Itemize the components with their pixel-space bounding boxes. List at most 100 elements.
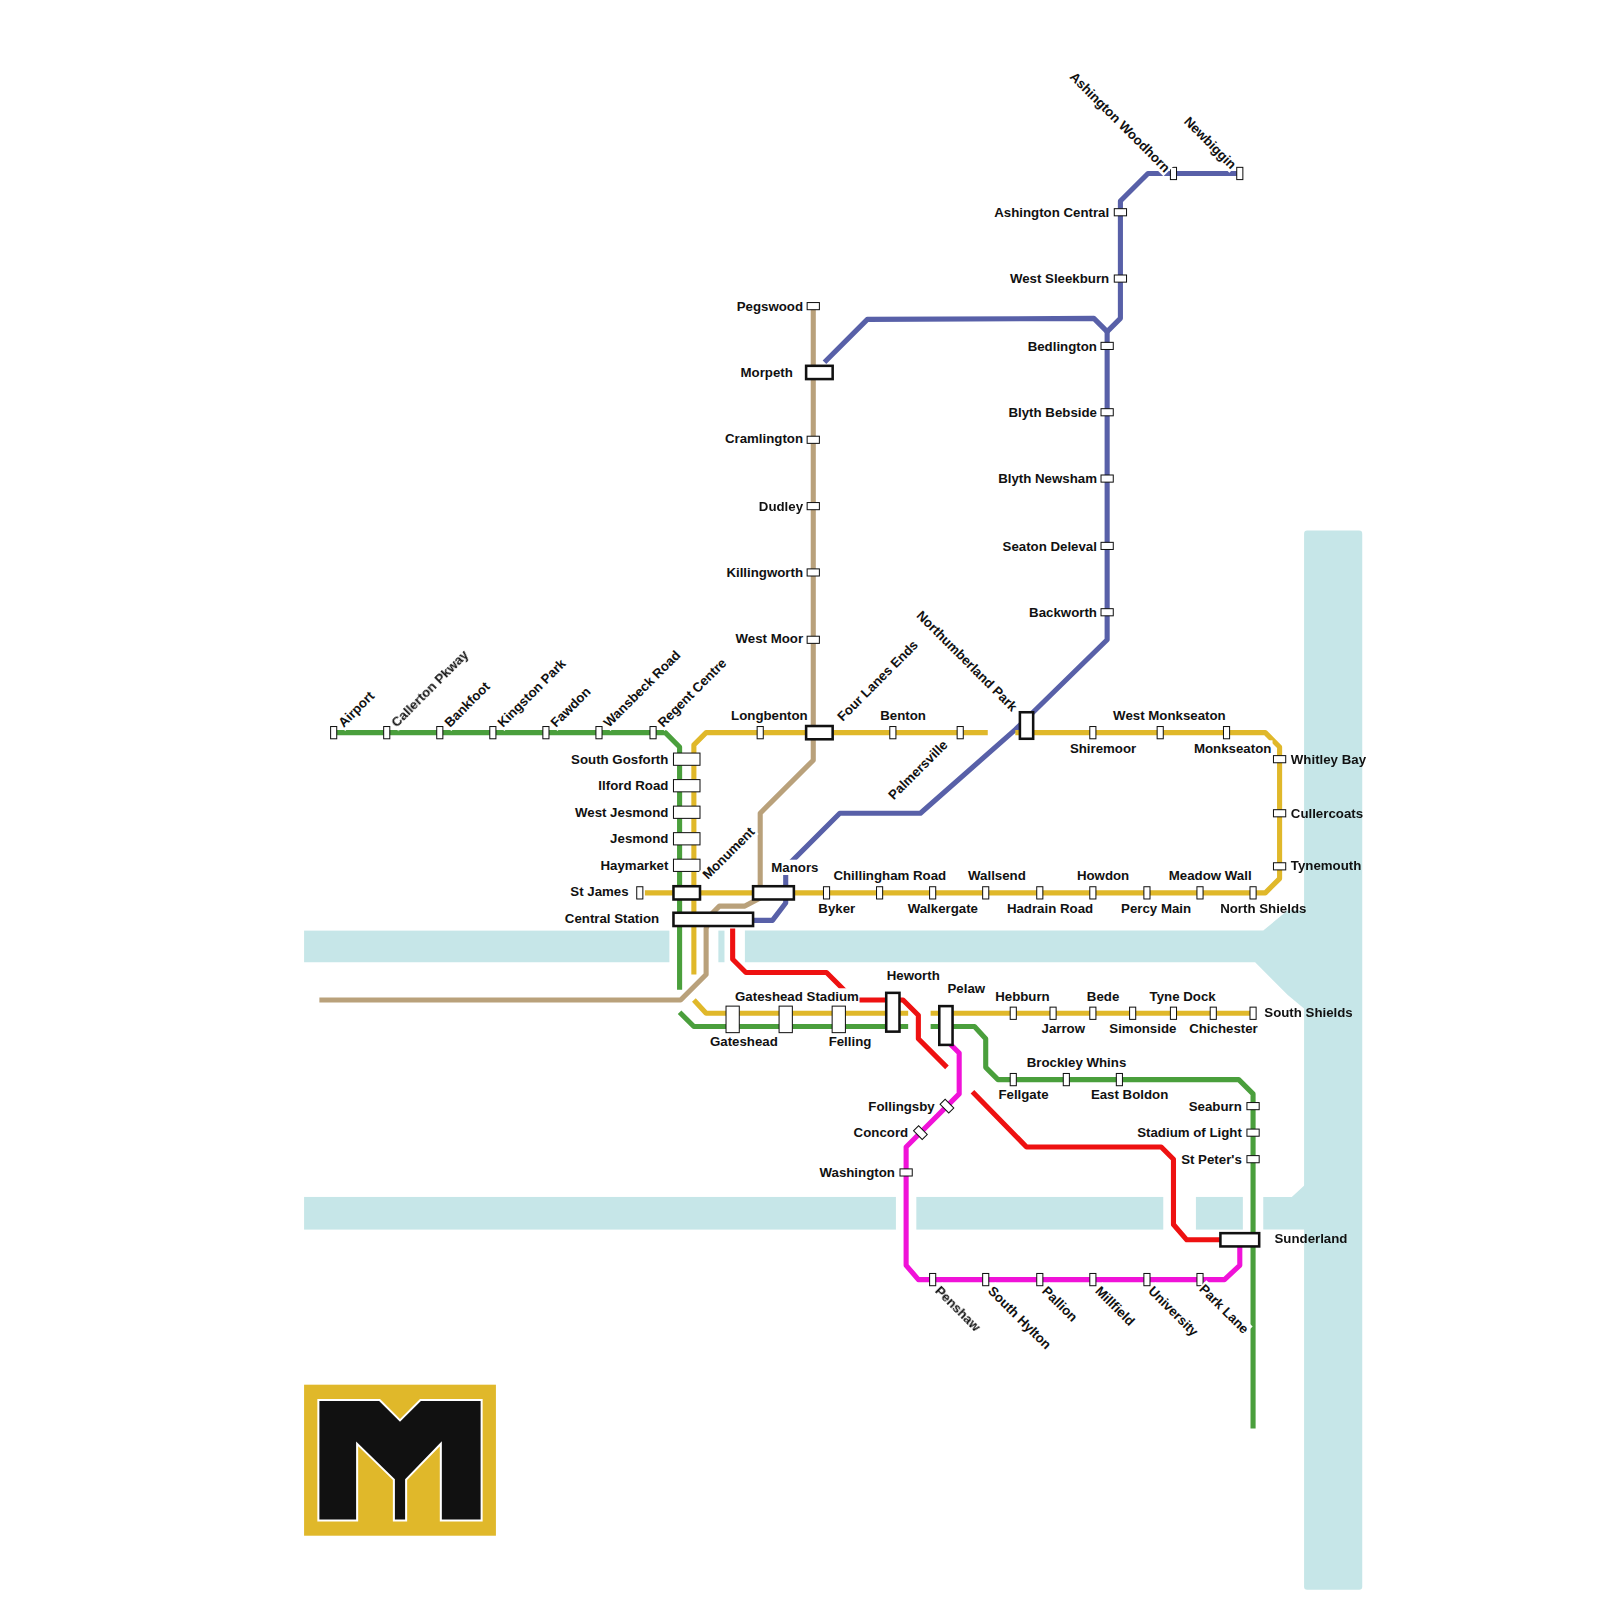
station-marker: [914, 1126, 928, 1140]
station-label: Byker: [817, 901, 856, 916]
station-marker: [543, 727, 549, 739]
station-marker: [1247, 1156, 1259, 1163]
station-marker: [886, 993, 899, 1032]
station-label: Tynemouth: [1290, 858, 1363, 873]
station-marker: [726, 1006, 739, 1033]
green-line: [680, 1012, 909, 1026]
station-label: Central Station: [564, 911, 660, 926]
station-marker: [673, 753, 700, 765]
station-label: Chichester: [1188, 1021, 1259, 1036]
station-marker: [900, 1169, 912, 1176]
station-label: Monument: [699, 823, 759, 883]
station-marker: [930, 887, 936, 899]
station-marker: [1010, 1073, 1016, 1085]
station-label: Percy Main: [1120, 901, 1192, 916]
station-marker: [807, 303, 819, 310]
station-marker: [1063, 1073, 1069, 1085]
station-marker: [806, 366, 833, 379]
yellow-line: [694, 733, 988, 975]
station-marker: [1157, 727, 1163, 739]
metro-logo: [304, 1385, 496, 1536]
station-marker: [807, 436, 819, 443]
station-marker: [779, 1006, 792, 1033]
station-label: Gateshead: [709, 1034, 779, 1049]
station-label: Bedlington: [1027, 338, 1098, 353]
station-label: West Jesmond: [574, 805, 669, 820]
station-label: Howdon: [1076, 868, 1130, 883]
station-marker: [939, 1006, 952, 1045]
station-label: Gateshead Stadium: [734, 988, 860, 1003]
station-marker: [1101, 342, 1113, 349]
station-marker: [753, 886, 794, 899]
station-label: South Shields: [1263, 1005, 1353, 1020]
river-wear: [304, 1197, 896, 1230]
station-label: West Sleekburn: [1009, 271, 1110, 286]
station-marker: [1101, 409, 1113, 416]
station-label: Heworth: [886, 968, 941, 983]
station-marker: [1197, 887, 1203, 899]
station-marker: [1037, 887, 1043, 899]
station-marker: [650, 727, 656, 739]
station-label: Hebburn: [994, 988, 1051, 1003]
station-marker: [673, 806, 700, 818]
station-marker: [983, 1273, 989, 1285]
river-wear: [1263, 1184, 1306, 1230]
blue-line: [750, 332, 1107, 921]
station-label: Bede: [1086, 988, 1120, 1003]
station-label: Chillingham Road: [832, 868, 947, 883]
station-label: Ilford Road: [597, 778, 669, 793]
station-marker: [1037, 1273, 1043, 1285]
station-marker: [637, 887, 643, 899]
station-label: Ashington Central: [993, 205, 1110, 220]
station-label: Concord: [853, 1125, 910, 1140]
station-label: Penshaw: [931, 1282, 984, 1335]
station-label: Brockley Whins: [1026, 1055, 1128, 1070]
station-label: Manors: [770, 860, 819, 875]
green-line: [931, 1027, 1253, 1429]
station-label: Cramlington: [724, 431, 804, 446]
station-marker: [1020, 712, 1033, 739]
station-marker: [807, 569, 819, 576]
station-marker: [1247, 1129, 1259, 1136]
station-label: Benton: [879, 708, 927, 723]
station-marker: [1101, 609, 1113, 616]
river-tyne: [304, 931, 669, 963]
yellow-line: [645, 733, 1280, 893]
station-marker: [940, 1099, 954, 1113]
station-label: Blyth Bebside: [1007, 405, 1097, 420]
station-marker: [1223, 727, 1229, 739]
station-label: Longbenton: [730, 708, 809, 723]
station-marker: [1090, 1007, 1096, 1019]
station-marker: [1273, 810, 1285, 817]
station-label: Park Lane: [1196, 1280, 1253, 1337]
station-marker: [1237, 167, 1243, 179]
blue-line: [824, 173, 1239, 362]
station-label: Northumberland Park: [913, 607, 1021, 715]
station-marker: [806, 726, 833, 739]
logo-m: [318, 1400, 481, 1520]
station-label: Felling: [828, 1034, 873, 1049]
station-label: Blyth Newsham: [997, 471, 1098, 486]
station-label: Pelaw: [947, 981, 987, 996]
station-marker: [1220, 1233, 1259, 1246]
station-marker: [1116, 1073, 1122, 1085]
station-label: Simonside: [1108, 1021, 1177, 1036]
station-label: Cullercoats: [1290, 806, 1364, 821]
station-marker: [1090, 1273, 1096, 1285]
station-label: Monkseaton: [1193, 740, 1272, 755]
station-label: Haymarket: [599, 858, 669, 873]
station-marker: [1114, 209, 1126, 216]
station-marker: [1144, 887, 1150, 899]
station-label: Walkergate: [907, 901, 979, 916]
station-marker: [757, 727, 763, 739]
station-label: Hadrain Road: [1006, 901, 1094, 916]
station-marker: [596, 727, 602, 739]
station-marker: [823, 887, 829, 899]
station-marker: [807, 636, 819, 643]
station-marker: [1170, 1007, 1176, 1019]
station-label: St Peter's: [1180, 1152, 1243, 1167]
logo-ground: [304, 1385, 496, 1536]
station-marker: [1090, 887, 1096, 899]
station-marker: [673, 886, 700, 899]
